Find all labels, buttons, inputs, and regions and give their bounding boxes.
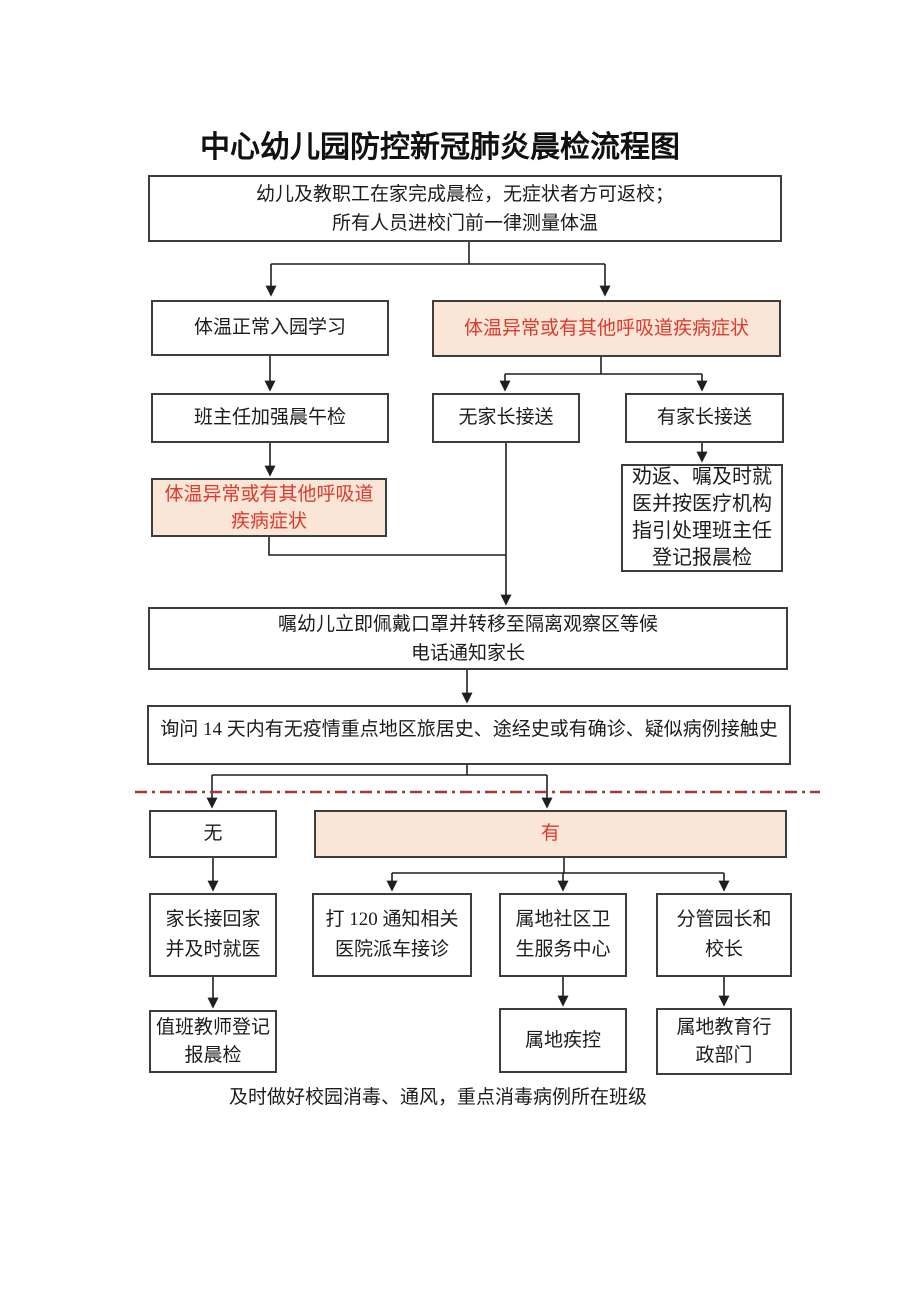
node-mask-and-isolate: 嘱幼儿立即佩戴口罩并转移至隔离观察区等候 电话通知家长 <box>148 607 788 670</box>
node-abnormal-temperature: 体温异常或有其他呼吸道疾病症状 <box>432 300 781 357</box>
page-title: 中心幼儿园防控新冠肺炎晨检流程图 <box>200 131 680 164</box>
node-answer-yes: 有 <box>314 810 787 858</box>
node-home-morning-check: 幼儿及教职工在家完成晨检，无症状者方可返校； 所有人员进校门前一律测量体温 <box>148 175 782 242</box>
node-local-cdc: 属地疾控 <box>499 1008 627 1073</box>
node-has-parent-pickup: 有家长接送 <box>625 393 784 443</box>
node-community-health-center: 属地社区卫 生服务中心 <box>499 893 627 977</box>
node-persuade-return: 劝返、嘱及时就 医并按医疗机构 指引处理班主任 登记报晨检 <box>621 464 783 572</box>
node-call-120: 打 120 通知相关 医院派车接诊 <box>312 893 472 977</box>
disinfection-footnote: 及时做好校园消毒、通风，重点消毒病例所在班级 <box>228 1087 647 1108</box>
node-education-department: 属地教育行 政部门 <box>656 1008 792 1075</box>
node-parent-take-home: 家长接回家 并及时就医 <box>149 893 277 977</box>
node-no-parent-pickup: 无家长接送 <box>432 393 580 443</box>
node-teacher-strengthen-check: 班主任加强晨午检 <box>151 393 389 443</box>
node-inquiry-14-days: 询问 14 天内有无疫情重点地区旅居史、途经史或有确诊、疑似病例接触史 <box>147 705 791 765</box>
node-abnormal-temperature-2: 体温异常或有其他呼吸道 疾病症状 <box>151 478 387 537</box>
node-answer-no: 无 <box>149 810 277 858</box>
node-duty-teacher-report: 值班教师登记 报晨检 <box>149 1010 277 1073</box>
node-principal: 分管园长和 校长 <box>656 893 792 977</box>
node-normal-temperature: 体温正常入园学习 <box>151 300 389 356</box>
